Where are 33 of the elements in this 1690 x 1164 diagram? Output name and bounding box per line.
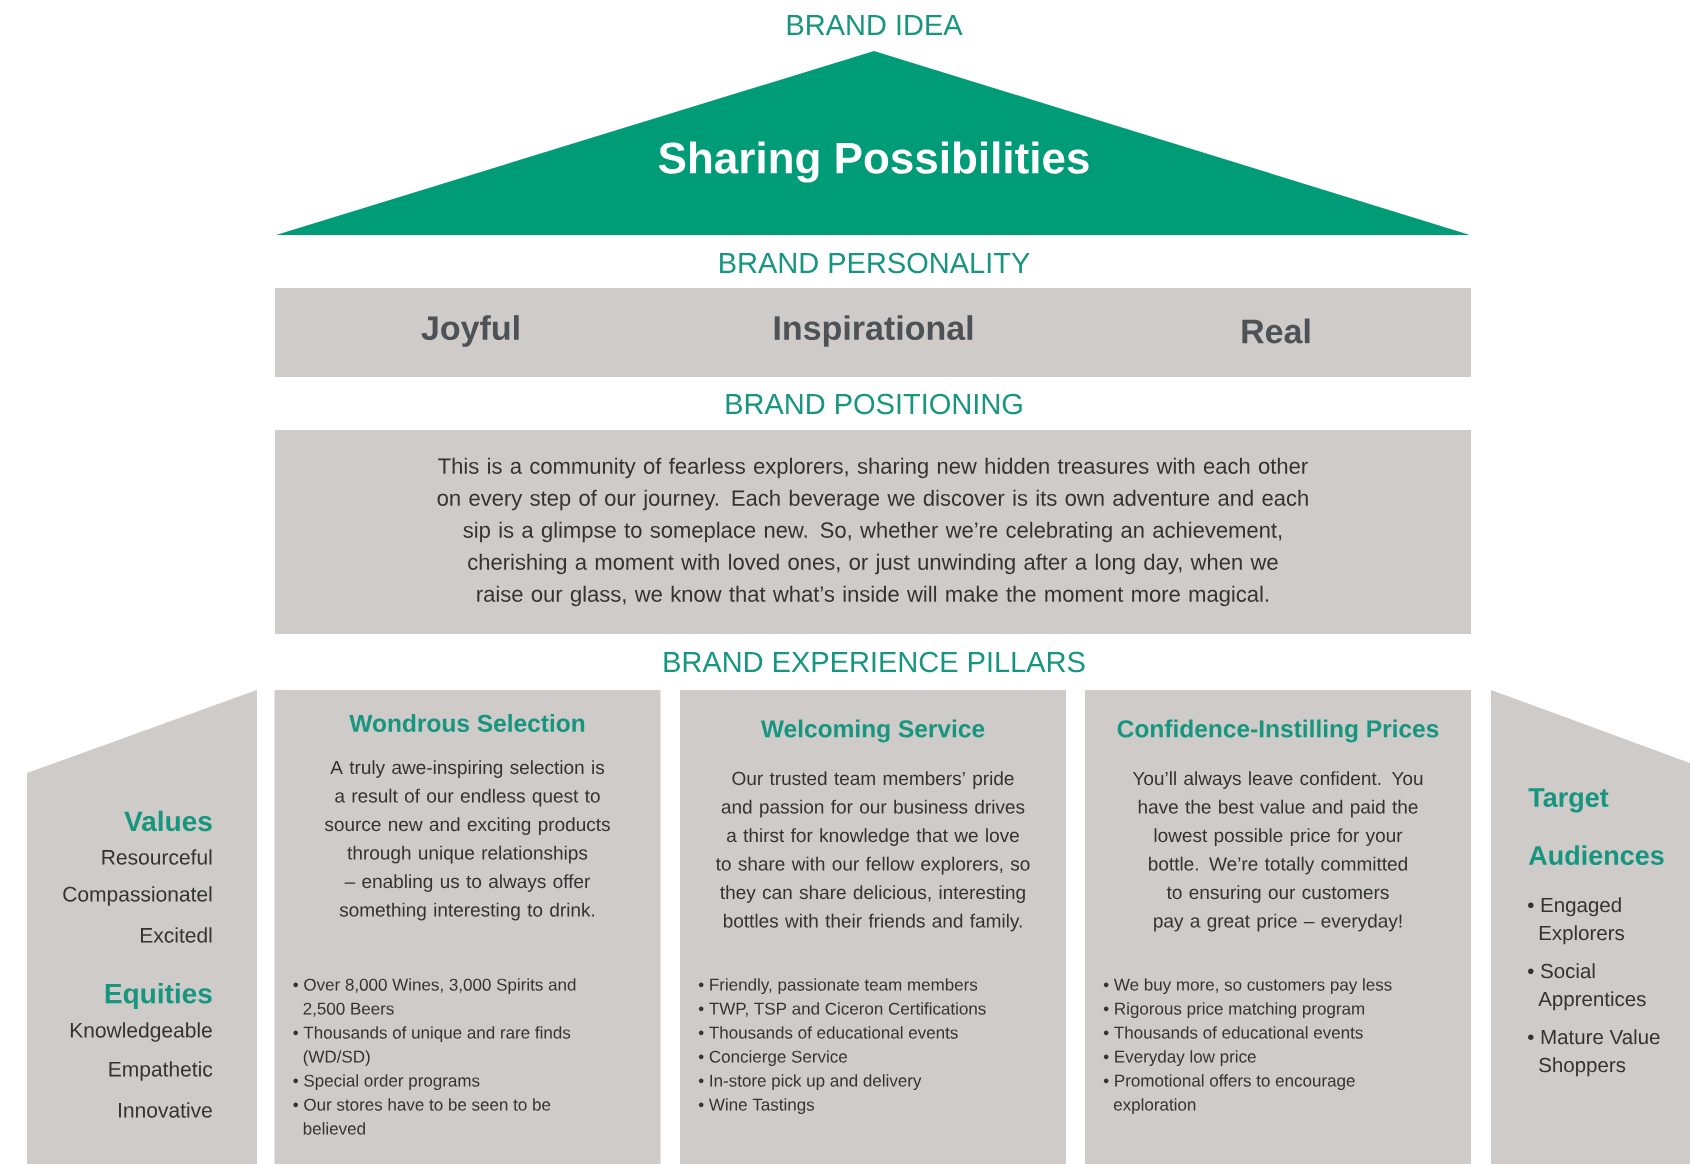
audiences-pentagon: Target Audiences • Engaged Explorers • Social Apprentices • Mature Value Shoppers <box>1491 690 1690 1164</box>
pillar-panel: Confidence-Instilling Prices You’ll always leave confident. You have the best value and paid the lowest possible price for your bottle. We’re totally committed to ensuring our customers pay a great price – everyday! • We buy more, so customers pay less • Rigorous price matching program • Thousands of educational events • Everyday low price • Promotional offers to encourage exploration <box>1085 690 1471 1164</box>
bullet-item: • Thousands of educational events <box>1103 1026 1363 1039</box>
values-pentagon: Values Resourceful Compassionatel Excitedl Equities Knowledgeable Empathetic Innovative <box>27 690 257 1164</box>
pillar-panel: Wondrous Selection A truly awe-inspiring selection is a result of our endless quest to source new and exciting products through unique relationships – enabling us to always offer something interesting to drink. • Over 8,000 Wines, 3,000 Spirits and 2,500 Beers • Thousands of unique and rare finds (WD/SD) • Special order programs • Our stores have to be seen to be believed <box>274 690 661 1164</box>
bullet-item: • Concierge Service <box>698 1050 847 1067</box>
bullet-item: • Social Apprentices <box>1528 963 1646 1011</box>
bullet-item: • Wine Tastings <box>698 1098 815 1115</box>
section-heading: BRAND POSITIONING <box>726 393 1022 415</box>
bullet-item: • Promotional offers to encourage exploration <box>1103 1074 1355 1115</box>
personality-band: Joyful Inspirational Real <box>275 288 1471 377</box>
bullet-item: • TWP, TSP and Ciceron Certifications <box>698 1002 986 1017</box>
section-heading: BRAND EXPERIENCE PILLARS <box>664 651 1085 673</box>
node-label: Joyful <box>421 315 519 347</box>
bullet-item: • Thousands of unique and rare finds (WD/SD) <box>293 1026 571 1067</box>
bullet-item: • Over 8,000 Wines, 3,000 Spirits and 2,500 Beers <box>293 978 576 1017</box>
bullet-item: • Friendly, passionate team members <box>698 978 978 995</box>
bullet-item: • Rigorous price matching program <box>1103 1002 1365 1019</box>
bullet-item: • Mature Value Shoppers <box>1528 1029 1660 1077</box>
node-label: Inspirational <box>774 315 973 347</box>
section-heading: BRAND IDEA <box>787 15 963 35</box>
bullet-item: • We buy more, so customers pay less <box>1103 978 1392 995</box>
pillar-panel: Welcoming Service Our trusted team members’ pride and passion for our business drives a thirst for knowledge that we love to share with our fellow explorers, so they can share delicious, interesting bottles with their friends and family. • Friendly, passionate team members • TWP, TSP and Ciceron Certifications • Thousands of educational events • Concierge Service • In-store pick up and delivery • Wine Tastings <box>680 690 1066 1164</box>
bullet-item: • Special order programs <box>293 1074 480 1091</box>
node-label: Real <box>1242 318 1310 344</box>
bullet-item: • Everyday low price <box>1103 1050 1256 1067</box>
bullet-item: • Thousands of educational events <box>698 1026 958 1039</box>
bullet-item: • Engaged Explorers <box>1528 897 1625 945</box>
section-heading: BRAND PERSONALITY <box>720 252 1030 274</box>
roof-triangle: Sharing Possibilities <box>276 51 1470 235</box>
positioning-box: This is a community of fearless explorers, sharing new hidden treasures with each other on every step of our journey. Each beverage we discover is its own adventure and each sip is a glimpse to someplace new. So, whether we’re celebrating an achievement, cherishing a moment with loved ones, or just unwinding after a long day, when we raise our glass, we know that what’s inside will make the moment more magical. <box>275 430 1471 634</box>
bullet-item: • In-store pick up and delivery <box>698 1074 922 1091</box>
bullet-item: • Our stores have to be seen to be believed <box>293 1098 551 1135</box>
